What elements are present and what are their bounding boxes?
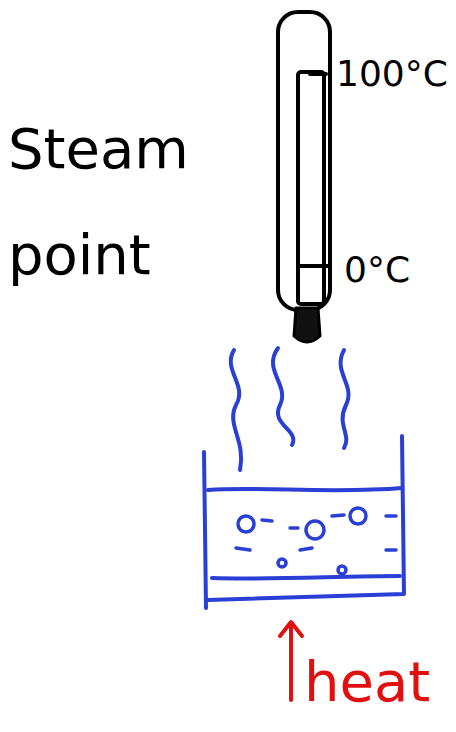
- bubble: [350, 508, 366, 524]
- beaker-outline: [204, 436, 404, 608]
- bubble: [238, 516, 254, 532]
- thermometer: [278, 12, 330, 342]
- heat-label: heat: [304, 648, 430, 715]
- bubble: [236, 548, 250, 550]
- scale-label: 100°C: [336, 52, 448, 95]
- thermometer-body: [278, 12, 330, 310]
- bubble: [386, 514, 396, 518]
- bubble: [306, 521, 324, 539]
- bubble: [338, 566, 346, 574]
- bubbles: [236, 508, 396, 574]
- bubble: [300, 548, 312, 550]
- steam-line: [273, 348, 293, 445]
- thermometer-bulb: [294, 308, 320, 342]
- arrow-head: [280, 622, 302, 636]
- beaker: [204, 436, 404, 608]
- heat-arrow: [280, 622, 302, 700]
- water-line: [212, 576, 400, 579]
- bubble: [386, 548, 396, 552]
- water-surface: [208, 488, 402, 490]
- steam-line: [341, 350, 349, 448]
- scale-label: 0°C: [344, 248, 410, 291]
- bubble: [278, 559, 286, 567]
- tick-100: [310, 72, 326, 76]
- steam: [231, 348, 349, 470]
- bubble: [332, 515, 344, 516]
- title-label: Steam point: [8, 96, 223, 309]
- steam-line: [231, 350, 241, 470]
- tick-0: [300, 264, 328, 268]
- thermometer-tube: [298, 72, 324, 304]
- arrow-shaft: [289, 624, 293, 700]
- bubble: [262, 520, 272, 521]
- bubble: [290, 526, 298, 530]
